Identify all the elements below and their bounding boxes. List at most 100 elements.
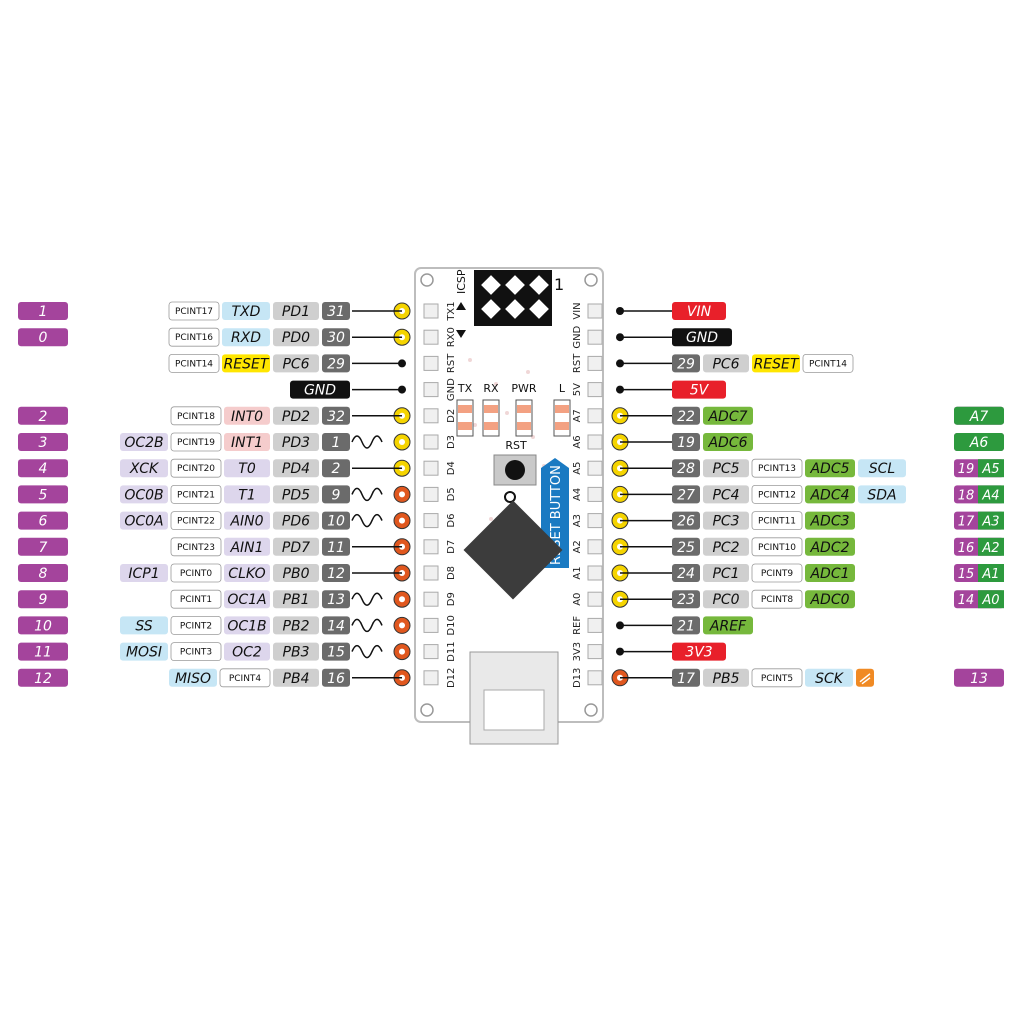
label-pd5-text: PD5 [282,487,310,503]
icsp-pin [529,275,549,295]
label-rxd-text: RXD [231,330,261,346]
pad-right [587,460,603,476]
label-pcint1-bg [170,589,222,609]
label-30: 30 [322,328,350,347]
label-ain1-text: AIN1 [229,540,263,556]
label-oc0b-text: OC0B [124,487,163,503]
label-pc6-text: PC6 [282,356,309,372]
label-icp1: ICP1 [120,564,168,582]
silk-right-a7: A7 [572,409,583,422]
label-ain0-text: AIN0 [229,514,263,530]
arduino-pin-right-analog: A2 [981,541,999,556]
label-pc5: PC5 [703,459,749,478]
label-29: 29 [322,354,350,373]
label-oc1a-bg [224,590,270,609]
icsp-pin [529,299,549,319]
label-pcint14-bg [802,353,854,373]
pad-right [587,303,603,319]
pad-left [423,486,439,502]
pwm-wave-icon [351,618,383,633]
label-ain0-bg [224,511,270,530]
silk-left-d6: D6 [446,514,457,528]
label-13-bg [322,590,350,609]
silk-left-tx1: TX1 [446,301,457,321]
pad-right [587,644,603,660]
label-t0-text: T0 [238,461,256,477]
label-pc3-bg [703,511,749,530]
label-16-text: 16 [327,671,345,687]
pad-left [423,644,439,660]
label-pc6-bg [703,354,749,373]
label-14-bg [322,616,350,635]
label-23-bg [672,590,700,609]
label-ain1-bg [224,537,270,556]
label-29-bg [672,354,700,373]
pwm-wave-icon [351,513,383,528]
silk-right-ref: REF [572,616,583,635]
label-pcint5: PCINT5 [751,668,803,688]
label-22-text: 22 [677,409,695,425]
label-pcint17: PCINT17 [168,301,220,321]
label-pcint13-text: PCINT13 [758,464,796,474]
pin-circle-center [399,648,405,655]
label-oc0b: OC0B [120,485,168,504]
label-23-text: 23 [677,592,695,608]
label-2-text: 2 [332,461,341,477]
silk-right-gnd: GND [572,325,583,348]
rst-label: RST [505,439,527,452]
label-adc4: ADC4 [805,485,855,504]
pad-right [587,513,603,529]
label-pd7-bg [273,537,319,556]
label-pcint9-bg [751,563,803,583]
label-oc1b-bg [224,616,270,635]
arduino-analog-bg [954,406,1004,425]
label-28-bg [672,459,700,478]
silk-left-rst: RST [446,353,457,373]
label-gnd-bg [672,328,732,347]
label-23: 23 [672,590,700,609]
label-24: 24 [672,564,700,582]
label-19-bg [672,433,700,451]
label-pc0-bg [703,590,749,609]
label-adc3: ADC3 [805,511,855,530]
label-pcint11: PCINT11 [751,511,803,531]
label-21: 21 [672,616,700,635]
arduino-pin-left [18,433,68,451]
arduino-pin-left-text: 11 [34,645,52,661]
label-gnd: GND [672,328,732,347]
label-oc0a-text: OC0A [124,514,163,530]
label-adc2-text: ADC2 [809,540,849,556]
label-adc7-bg [703,406,753,425]
arduino-pin-right-num: 19 [958,462,975,477]
label-scl-text: SCL [869,461,895,477]
label-26-text: 26 [677,514,695,530]
label-pcint19: PCINT19 [170,432,222,452]
label-pcint8-bg [751,589,803,609]
label-27-text: 27 [677,487,695,503]
label-30-bg [322,328,350,347]
label-oc1a-text: OC1A [227,592,266,608]
via-dot [489,517,493,521]
label-t1-bg [224,485,270,504]
label-pc0-text: PC0 [712,592,739,608]
label-pcint13: PCINT13 [751,458,803,478]
label-pcint14-text: PCINT14 [175,359,213,369]
label-adc7-text: ADC7 [707,409,747,425]
silk-left-d10: D10 [446,615,457,635]
label-ain0: AIN0 [224,511,270,530]
arduino-pin-left [18,642,68,661]
label-14-text: 14 [327,618,345,634]
label-pc3: PC3 [703,511,749,530]
pad-left [423,408,439,424]
arduino-pin-left [18,459,68,478]
led-pad [484,422,498,430]
pad-left [423,382,439,398]
silk-left-rx0: RX0 [446,327,457,347]
label-pb2: PB2 [273,616,319,635]
label-pcint22-text: PCINT22 [177,517,215,527]
label-19-text: 19 [677,435,695,451]
label-gnd: GND [290,380,350,399]
pin-circle-center [399,439,405,445]
label-31-bg [322,302,350,320]
arduino-pin-right-analog: A0 [981,593,999,608]
